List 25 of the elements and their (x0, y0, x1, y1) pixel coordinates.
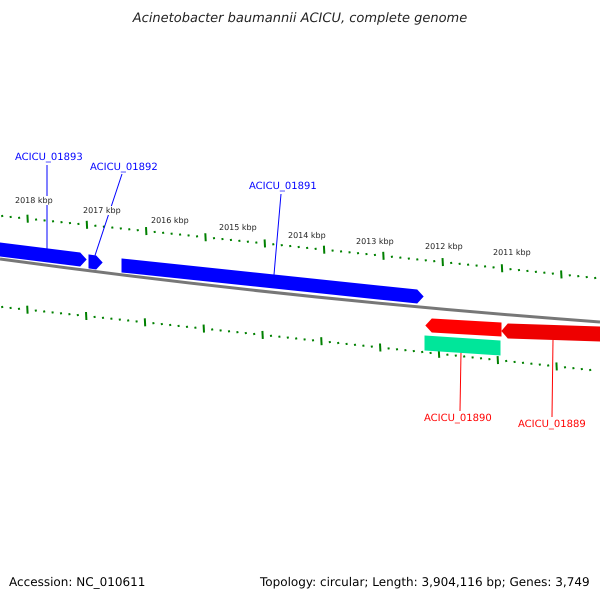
gene-label: ACICU_01892 (90, 162, 158, 173)
scale-label: 2015 kbp (219, 223, 257, 232)
gene-label: ACICU_01889 (518, 419, 586, 430)
gene-feature (501, 324, 600, 342)
footer-text: Accession: NC_010611 (9, 575, 146, 589)
leader-line (552, 339, 554, 418)
gene-label: ACICU_01890 (424, 413, 492, 424)
map-title: Acinetobacter baumannii ACICU, complete genome (131, 11, 468, 26)
leader-line (460, 352, 462, 412)
gene-feature (122, 258, 424, 304)
gene-label: ACICU_01891 (249, 181, 317, 192)
scale-label: 2014 kbp (288, 231, 326, 240)
gene-feature (425, 318, 502, 337)
scale-label: 2012 kbp (425, 242, 463, 251)
leader-line (94, 174, 122, 256)
scale-label: 2016 kbp (151, 216, 189, 225)
scale-label: 2011 kbp (493, 248, 531, 257)
scale-label: 2018 kbp (15, 196, 53, 205)
leader-line (46, 164, 48, 249)
leader-line (274, 194, 282, 276)
gene-feature (424, 335, 500, 356)
gene-label: ACICU_01893 (15, 152, 83, 163)
scale-label: 2013 kbp (356, 237, 394, 246)
scale-label: 2017 kbp (83, 206, 121, 215)
footer-text: Topology: circular; Length: 3,904,116 bp; Genes: 3,749 (260, 575, 590, 589)
